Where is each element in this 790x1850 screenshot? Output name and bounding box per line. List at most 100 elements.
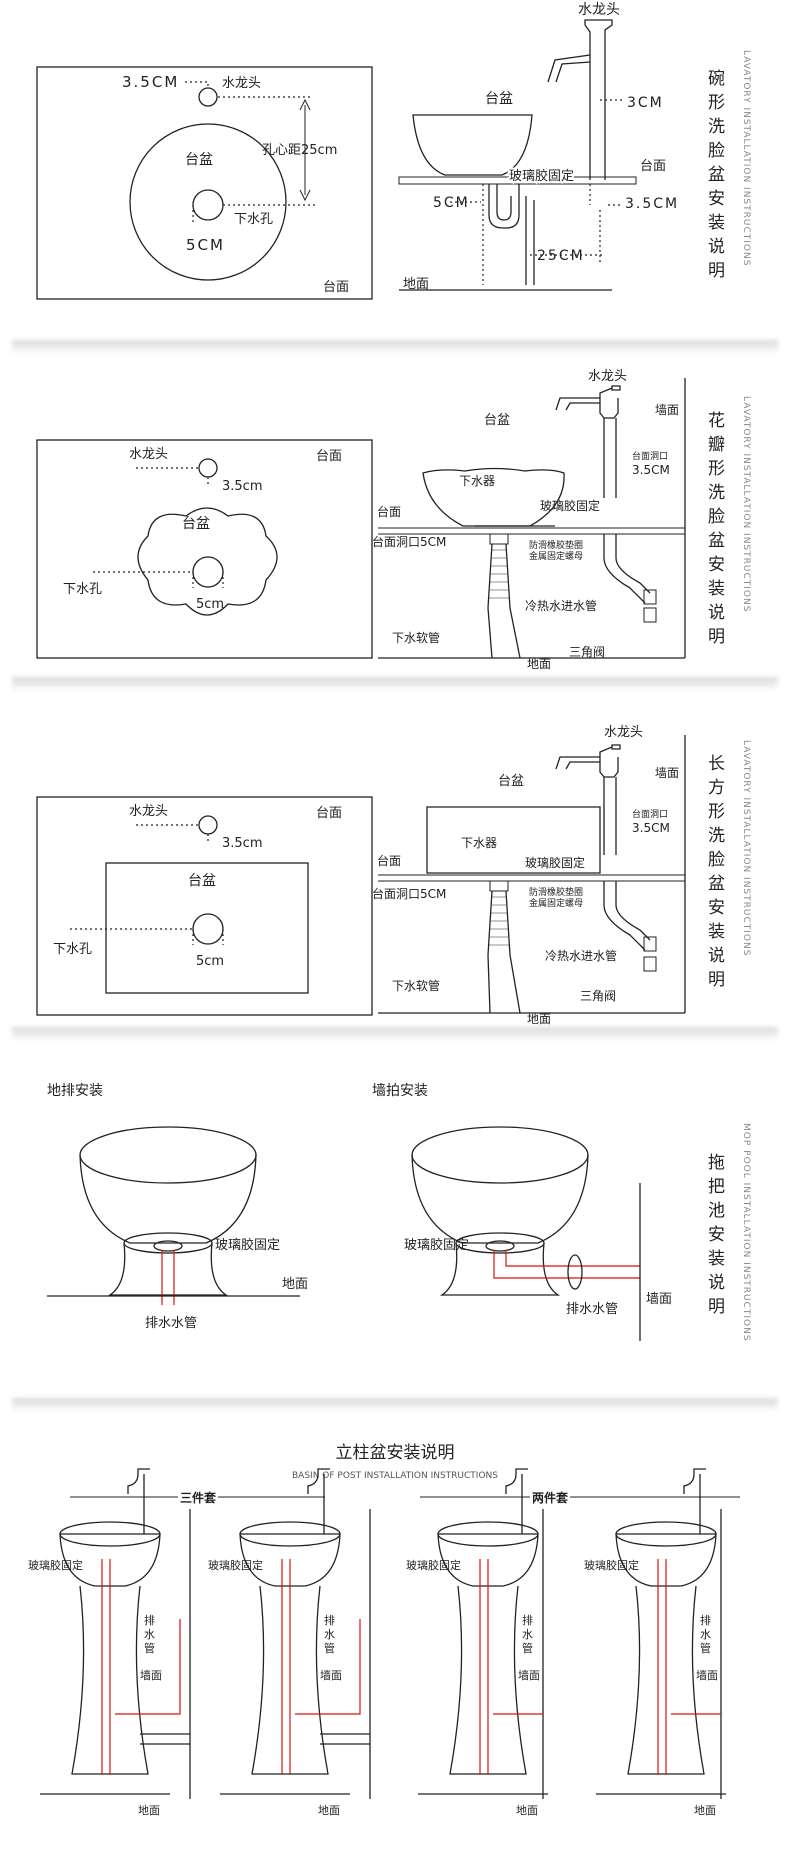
basin-bowl	[437, 1533, 539, 1587]
petal-basin-outline	[137, 507, 278, 616]
title-char: 脸	[708, 507, 725, 527]
title-char: 安	[708, 189, 725, 209]
side-wall-label: 墙面	[655, 403, 679, 417]
petal-basin-shape	[422, 467, 565, 527]
title-char: 装	[708, 1249, 725, 1269]
right-pool-base	[439, 1242, 561, 1296]
wall-drain-pipe	[295, 1619, 361, 1715]
valve-label: 三角阀	[580, 989, 616, 1003]
right-drain-pipe	[493, 1250, 640, 1279]
basin-rim	[59, 1521, 161, 1547]
title-char: 花	[708, 411, 725, 431]
side-wall-label: 墙面	[655, 766, 679, 780]
title-char: 形	[708, 93, 725, 113]
title-char: 说	[708, 1273, 725, 1293]
title-char: 明	[708, 627, 725, 647]
title-char: 装	[708, 922, 725, 942]
petal-subtitle: LAVATORY INSTALLATION INSTRUCTIONS	[741, 396, 751, 612]
glue-label: 玻璃胶固定	[584, 1558, 639, 1572]
title-char: 洗	[708, 826, 725, 846]
title-char: 洗	[708, 483, 725, 503]
left-pipe-label: 排水水管	[145, 1316, 197, 1331]
wall-line	[140, 1509, 191, 1799]
bowl-title: 碗 形 洗 脸 盆 安 装 说 明	[708, 69, 725, 281]
pedestal-basin-diagram: 立柱盆安装说明 BASIN OF POST INSTALLATION INSTR…	[28, 1443, 740, 1817]
glue-label: 玻璃胶固定	[208, 1558, 263, 1572]
inlet-label: 冷热水进水管	[525, 598, 597, 613]
bowl-subtitle: LAVATORY INSTALLATION INSTRUCTIONS	[741, 50, 751, 266]
drain-hose	[487, 543, 521, 659]
title-char: 安	[708, 555, 725, 575]
tap-hole	[198, 87, 218, 107]
floor-label: 地面	[318, 1804, 340, 1817]
wall-line	[320, 1509, 371, 1799]
title-char: 脸	[708, 141, 725, 161]
title-char: 形	[708, 459, 725, 479]
plan-dim-3-5: 3.5CM	[122, 73, 179, 91]
right-glue-label: 玻璃胶固定	[404, 1237, 469, 1253]
title-char: 明	[708, 1297, 725, 1317]
drain-pipe-label-1: 排	[324, 1613, 335, 1627]
floor-label: 地面	[694, 1804, 716, 1817]
angle-valve	[643, 589, 657, 605]
rect-basin-shape	[426, 806, 601, 874]
group-two-piece: 两件套	[532, 1490, 569, 1505]
metal-nut-label: 金属固定螺母	[529, 897, 583, 909]
side-basin-label: 台盆	[485, 91, 513, 107]
metal-nut-label: 金属固定螺母	[529, 550, 583, 562]
mop-pool-diagram: 地排安装 墙拍安装 玻璃胶固定 地面 排水水管 玻璃胶固定 墙面 排水水管 拖 …	[47, 1083, 751, 1342]
bowl-basin-shape	[412, 114, 533, 176]
wall-drain-heading: 墙拍安装	[372, 1083, 428, 1099]
angle-valve	[643, 936, 657, 952]
drain-label: 下水器	[459, 474, 495, 488]
side-tap-label: 水龙头	[604, 725, 643, 740]
hole-5cm-label: 台面洞口5CM	[372, 534, 446, 549]
drain-hole	[192, 189, 224, 221]
side-counter-label: 台面	[377, 853, 401, 868]
faucet-shape	[127, 1468, 150, 1534]
mop-subtitle: MOP POOL INSTALLATION INSTRUCTIONS	[741, 1123, 751, 1342]
drain-pipe-label-3: 管	[144, 1641, 155, 1655]
title-char: 方	[708, 778, 725, 798]
title-char: 明	[708, 970, 725, 990]
title-char: 装	[708, 579, 725, 599]
faucet-shape	[547, 19, 613, 180]
valve-label: 三角阀	[569, 645, 605, 659]
plan-tap-label: 水龙头	[129, 804, 168, 819]
drain-pipe-label-1: 排	[700, 1613, 711, 1627]
drain-pipe-label-3: 管	[700, 1641, 711, 1655]
side-tap-label: 水龙头	[578, 2, 620, 18]
wall-label: 墙面	[696, 1668, 718, 1682]
plan-counter-outline	[36, 796, 373, 1016]
drain-pipe-label-2: 水	[522, 1628, 533, 1641]
title-char: 安	[708, 1225, 725, 1245]
right-wall-label: 墙面	[646, 1292, 672, 1307]
side-dim-3: 3CM	[627, 95, 664, 111]
plan-counter-label: 台面	[316, 806, 342, 821]
counter-hole-value: 3.5CM	[632, 821, 670, 835]
wall-label: 墙面	[140, 1668, 162, 1682]
basin-bowl	[239, 1533, 341, 1587]
glue-label: 玻璃胶固定	[406, 1558, 461, 1572]
title-char: 池	[708, 1201, 725, 1221]
drain-pipe-label-1: 排	[522, 1613, 533, 1627]
floor-label: 地面	[138, 1804, 160, 1817]
wall-label: 墙面	[518, 1668, 540, 1682]
counter-hole-label: 台面洞口	[632, 808, 668, 820]
drain-hole	[192, 913, 224, 945]
drain-pipe-red	[101, 1559, 111, 1774]
plan-counter-label: 台面	[323, 280, 349, 295]
plan-drain-label: 下水孔	[63, 582, 102, 597]
side-basin-label: 台盆	[498, 774, 524, 789]
title-char: 盆	[708, 531, 725, 551]
drain-hole	[192, 556, 224, 588]
plan-dim: 3.5cm	[222, 479, 263, 494]
bowl-basin-diagram: 3.5CM 水龙头 孔心距25cm 台盆 下水孔 5CM 台面 水龙头 台盆 3…	[36, 2, 751, 300]
floor-label: 地面	[516, 1804, 538, 1817]
side-floor-label: 地面	[527, 657, 551, 671]
side-dim-25: 25CM	[537, 248, 585, 264]
title-char: 瓣	[708, 435, 725, 455]
right-pool-rim	[411, 1126, 589, 1184]
plan-drain-label: 下水孔	[53, 942, 92, 957]
side-glue-label: 玻璃胶固定	[509, 168, 574, 184]
